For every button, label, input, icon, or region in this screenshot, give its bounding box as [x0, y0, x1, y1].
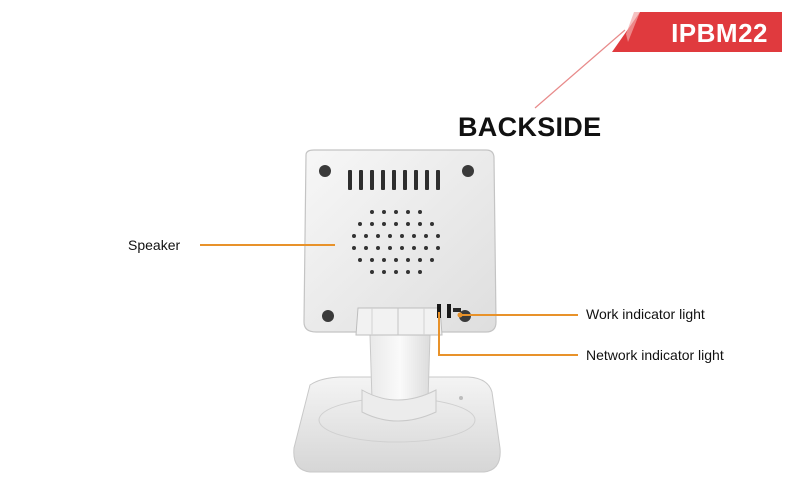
- badge-shape: [612, 12, 782, 52]
- callout-network-indicator-light: Network indicator light: [586, 347, 724, 363]
- callout-speaker: Speaker: [128, 237, 181, 253]
- page-title: BACKSIDE: [458, 112, 602, 142]
- model-badge-text: IPBM22: [671, 18, 768, 48]
- model-badge: IPBM22: [612, 12, 782, 52]
- callout-work-indicator-light: Work indicator light: [586, 306, 705, 322]
